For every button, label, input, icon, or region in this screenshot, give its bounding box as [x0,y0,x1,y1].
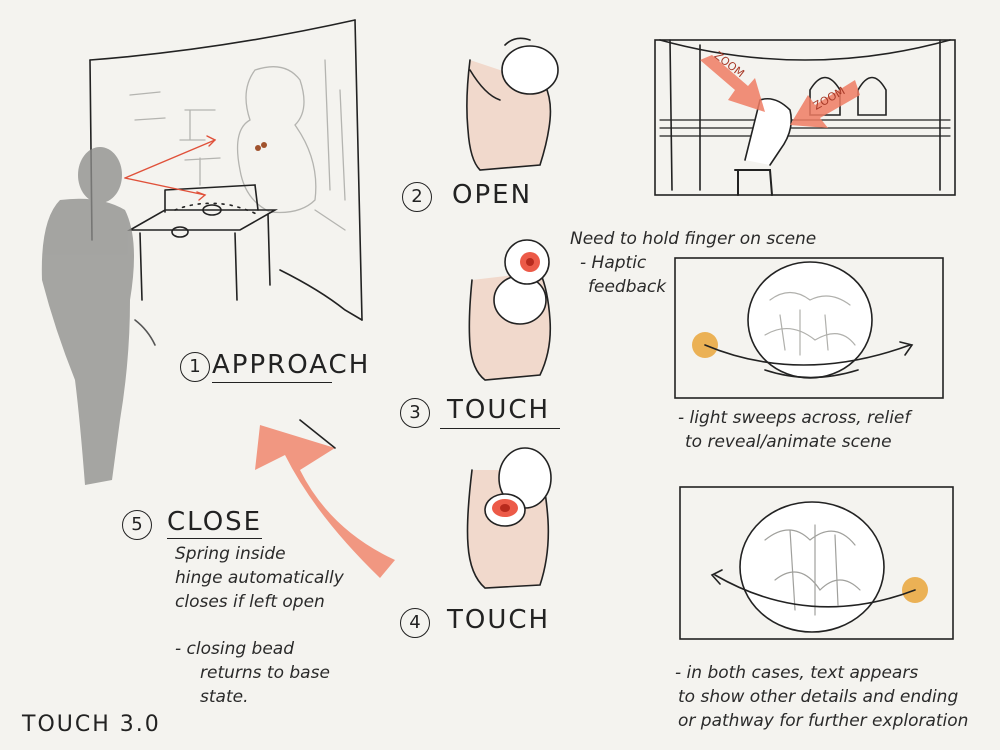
note-sweep-1: - light sweeps across, relief [678,408,911,428]
note-spring-1: Spring inside [175,544,286,564]
step-5-number: 5 [122,510,152,540]
page-title: TOUCH 3.0 [22,712,161,737]
note-sweep-2: to reveal/animate scene [685,432,892,452]
sweep-panel-1 [674,257,944,399]
approach-scene [41,19,363,485]
step-5-label: CLOSE [167,507,263,537]
close-return-arrow [255,419,395,578]
note-closing-2: returns to base [200,663,330,683]
step-5-underline [167,538,262,539]
zoom-panel [654,39,956,196]
step-1-number: 1 [180,352,210,382]
sweep-panel-2 [679,486,954,640]
note-feedback: feedback [588,277,667,297]
note-closing-3: state. [200,687,249,707]
note-spring-3: closes if left open [175,592,325,612]
note-both-3: or pathway for further exploration [678,711,969,731]
note-both-2: to show other details and ending [678,687,959,707]
note-both-1: - in both cases, text appears [675,663,919,683]
hand-open [466,37,559,171]
step-3-label: TOUCH [447,395,551,425]
hand-touch-4 [466,447,552,589]
step-2-label: OPEN [452,180,533,210]
step-4-label: TOUCH [447,605,551,635]
step-1-underline [212,382,332,383]
note-spring-2: hinge automatically [175,568,344,588]
note-hold-finger: Need to hold finger on scene [570,229,817,249]
step-2-number: 2 [402,182,432,212]
note-haptic: - Haptic [580,253,647,273]
step-4-number: 4 [400,608,430,638]
step-1-label: APPROACH [212,350,371,380]
step-3-number: 3 [400,398,430,428]
note-closing-1: - closing bead [175,639,295,659]
hand-touch-3 [468,239,552,381]
step-3-underline [440,428,560,429]
